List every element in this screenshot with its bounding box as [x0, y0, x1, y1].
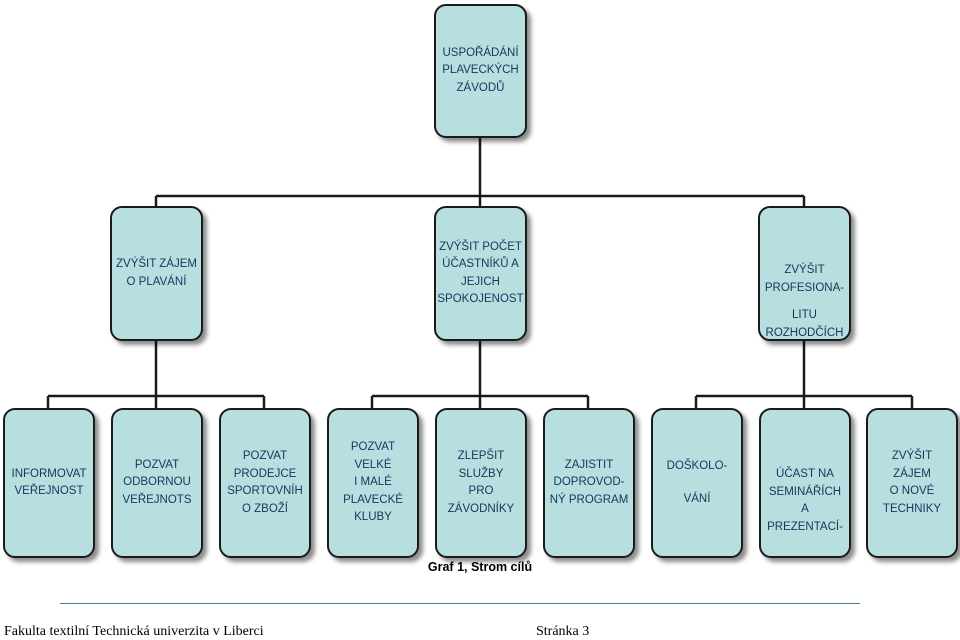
node-text-line: LITU — [792, 309, 817, 321]
node-task-invite-experts: POZVAT ODBORNOU VEŘEJNOTS — [111, 408, 203, 558]
figure-caption: Graf 1, Strom cílů — [427, 560, 533, 574]
footer-institution: Fakulta textilní Technická univerzita v … — [4, 624, 264, 639]
node-text-line: ROZHODČÍCH — [765, 326, 844, 339]
node-text-line: PLAVECKÉ — [343, 493, 403, 506]
node-text-line: SPOKOJENOST — [437, 293, 524, 305]
node-task-new-techniques: ZVÝŠIT ZÁJEM O NOVÉ TECHNIKY — [866, 408, 958, 558]
node-text-line: SEMINÁŘÍCH — [768, 485, 842, 498]
node-text-line: O NOVÉ — [889, 485, 935, 497]
node-task-side-program: ZAJISTIT DOPROVOD- NÝ PROGRAM — [543, 408, 635, 558]
node-text-line: PRO — [468, 485, 494, 497]
node-text-line: KLUBY — [354, 511, 392, 524]
node-text-line: O ZBOŽÍ — [242, 502, 288, 515]
node-text-line: VÁNÍ — [683, 493, 711, 505]
node-text-line: ZVÝŠIT ZÁJEM — [116, 258, 197, 270]
node-root: USPOŘÁDÁNÍ PLAVECKÝCH ZÁVODŮ — [434, 4, 527, 138]
node-text-line: ZÁVODŮ — [456, 81, 505, 94]
node-goal-participants: ZVÝŠIT POČET ÚČASTNÍKŮ A JEJICH SPOKOJEN… — [434, 206, 527, 341]
node-text-line: ZÁVODNÍKY — [447, 502, 515, 515]
node-task-training: DOŠKOLO- VÁNÍ — [651, 408, 743, 558]
node-text-line: A — [801, 503, 809, 515]
node-goal-referees: ZVÝŠIT PROFESIONA- LITU ROZHODČÍCH — [758, 206, 851, 341]
footer-page-number: Stránka 3 — [536, 624, 590, 639]
node-task-invite-clubs: POZVAT VELKÉ I MALÉ PLAVECKÉ KLUBY — [327, 408, 419, 558]
node-text-line: NÝ PROGRAM — [549, 493, 629, 506]
node-text-line: I MALÉ — [354, 476, 392, 489]
node-text-line: JEJICH — [461, 275, 500, 288]
node-text-line: TECHNIKY — [882, 502, 942, 515]
node-text-line: ÚČAST NA — [776, 468, 834, 480]
node-goal-interest: ZVÝŠIT ZÁJEM O PLAVÁNÍ — [110, 206, 203, 341]
node-text-line: ZVÝŠIT ZÁJEM — [891, 450, 933, 480]
node-text-line: SPORTOVNÍH — [227, 485, 303, 497]
node-text-line: O PLAVÁNÍ — [126, 275, 187, 288]
node-text-line: POZVAT — [134, 458, 180, 471]
node-text-line: VEŘEJNOST — [14, 485, 84, 497]
footer-divider — [60, 603, 860, 604]
node-text-line: ZVÝŠIT POČET — [439, 240, 522, 253]
node-task-improve-services: ZLEPŠIT SLUŽBY PRO ZÁVODNÍKY — [435, 408, 527, 558]
node-text-line: POZVAT — [242, 450, 288, 462]
node-text-spacer — [667, 475, 728, 491]
node-text-line: DOPROVOD- — [553, 476, 625, 489]
node-text-line: ZAJISTIT — [564, 458, 614, 471]
node-text-line: PRODEJCE — [233, 467, 297, 480]
node-text-line: POZVAT VELKÉ — [350, 441, 396, 471]
node-text-line: PLAVECKÝCH — [442, 64, 519, 77]
node-text-line: PREZENTACÍ- — [767, 520, 843, 533]
node-text-line: ODBORNOU — [123, 476, 191, 489]
node-task-inform-public: INFORMOVAT VEŘEJNOST — [3, 408, 95, 558]
node-text-line: ZLEPŠIT SLUŽBY — [457, 450, 505, 480]
node-text-line: ZVÝŠIT — [784, 264, 825, 276]
node-text-line: USPOŘÁDÁNÍ — [442, 46, 519, 59]
node-text-line: INFORMOVAT — [11, 467, 87, 480]
node-task-invite-sellers: POZVAT PRODEJCE SPORTOVNÍH O ZBOŽÍ — [219, 408, 311, 558]
node-text-line: ÚČASTNÍKŮ A — [442, 258, 519, 270]
node-text-line: PROFESIONA- — [764, 281, 845, 294]
node-text-line: DOŠKOLO- — [666, 459, 728, 472]
node-task-seminars: ÚČAST NA SEMINÁŘÍCH A PREZENTACÍ- — [759, 408, 851, 558]
node-text-spacer — [765, 297, 844, 307]
node-text-line: VEŘEJNOTS — [122, 493, 192, 506]
